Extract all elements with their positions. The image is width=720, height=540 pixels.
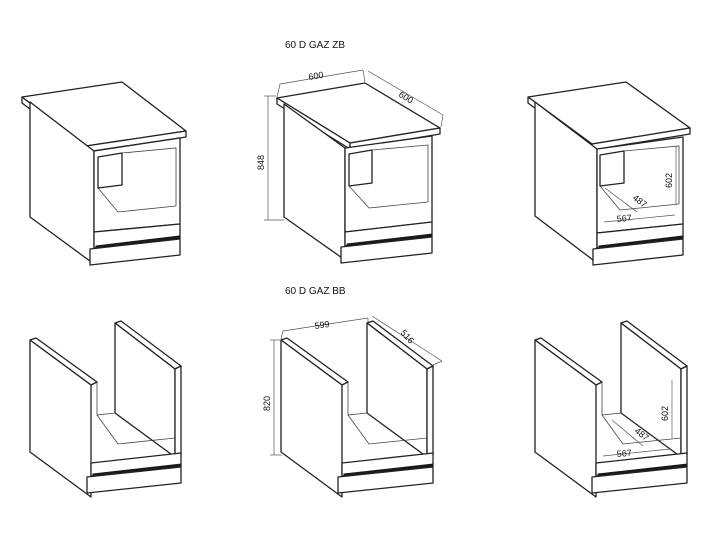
cabinet-zb-inner: 602 487 567 <box>527 81 691 266</box>
dim-bb-inner-height: 602 <box>660 406 670 421</box>
dim-width: 600 <box>308 70 324 82</box>
title-zb: 60 D GAZ ZB <box>285 40 345 51</box>
cabinet-zb-dimensioned: 600 600 848 <box>256 69 444 264</box>
cabinet-zb-plain <box>21 81 187 266</box>
dim-bb-height: 820 <box>262 396 272 411</box>
title-bb: 60 D GAZ BB <box>285 286 346 297</box>
cabinet-bb-inner: 602 487 567 <box>534 320 688 498</box>
dim-inner-height: 602 <box>664 173 674 188</box>
cabinet-bb-dimensioned: 599 516 820 <box>262 315 443 498</box>
dim-height: 848 <box>256 155 266 170</box>
dim-bb-width: 599 <box>314 319 330 331</box>
dim-bb-inner-width: 567 <box>616 448 632 459</box>
cabinet-bb-plain <box>29 320 182 498</box>
dim-inner-width: 567 <box>616 213 632 224</box>
